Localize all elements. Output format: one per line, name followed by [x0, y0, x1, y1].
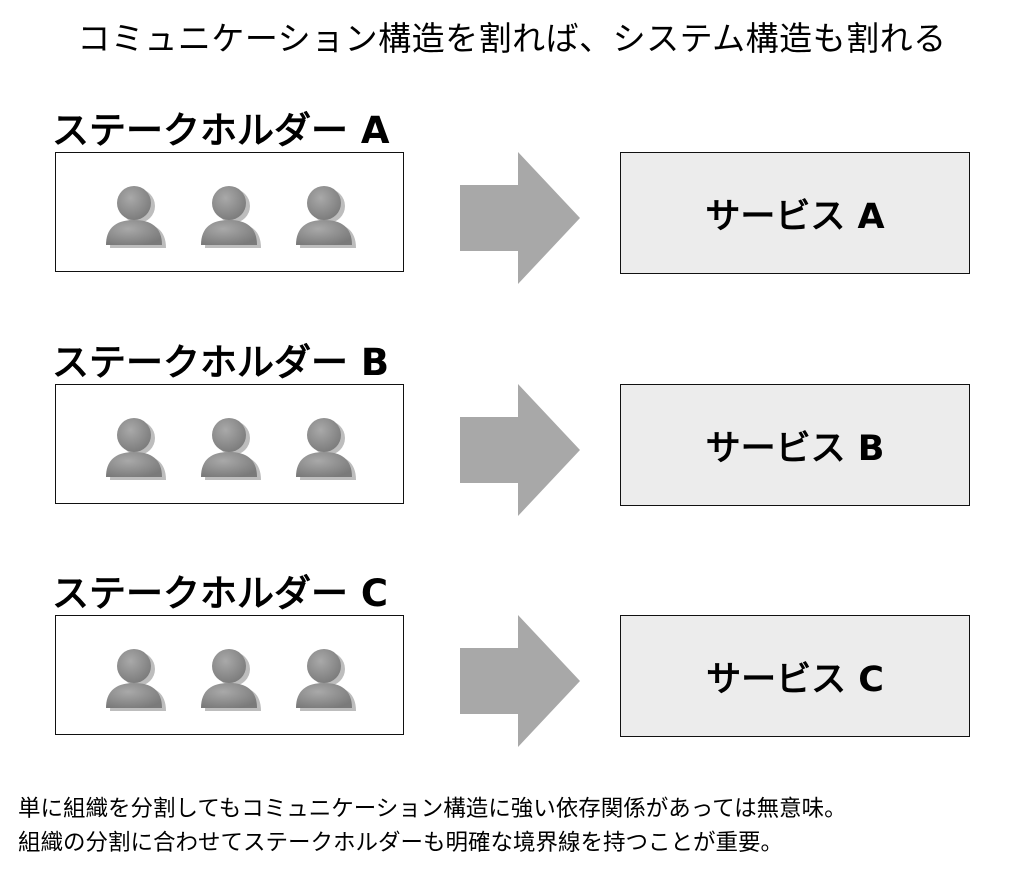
service-label: サービス A — [705, 196, 885, 237]
footer-line-1: 単に組織を分割してもコミュニケーション構造に強い依存関係があっては無意味。 — [18, 796, 847, 822]
footer-note: 単に組織を分割してもコミュニケーション構造に強い依存関係があっては無意味。 組織… — [18, 792, 1018, 860]
stakeholder-label: ステークホルダー B — [52, 341, 390, 384]
person-icon — [294, 646, 358, 714]
page-title: コミュニケーション構造を割れば、システム構造も割れる — [77, 19, 947, 58]
stakeholder-label: ステークホルダー C — [52, 572, 389, 615]
arrow-right-icon — [460, 152, 580, 284]
person-icon — [104, 646, 168, 714]
arrow-right-icon — [460, 384, 580, 516]
arrow-right-icon — [460, 615, 580, 747]
person-icon — [294, 183, 358, 251]
group-row-b: ステークホルダー B サービス B — [0, 332, 1024, 532]
stakeholder-label: ステークホルダー A — [52, 109, 390, 152]
person-icon — [199, 646, 263, 714]
service-box: サービス A — [620, 152, 970, 274]
person-icon — [199, 183, 263, 251]
stakeholder-box — [55, 152, 404, 272]
stakeholder-box — [55, 615, 404, 735]
group-row-a: ステークホルダー A サービス A — [0, 100, 1024, 300]
service-label: サービス B — [705, 428, 885, 469]
person-icon — [104, 183, 168, 251]
service-box: サービス B — [620, 384, 970, 506]
service-label: サービス C — [706, 659, 884, 700]
service-box: サービス C — [620, 615, 970, 737]
person-icon — [294, 415, 358, 483]
person-icon — [104, 415, 168, 483]
footer-line-2: 組織の分割に合わせてステークホルダーも明確な境界線を持つことが重要。 — [18, 830, 784, 856]
group-row-c: ステークホルダー C サービス C — [0, 563, 1024, 763]
stakeholder-box — [55, 384, 404, 504]
person-icon — [199, 415, 263, 483]
